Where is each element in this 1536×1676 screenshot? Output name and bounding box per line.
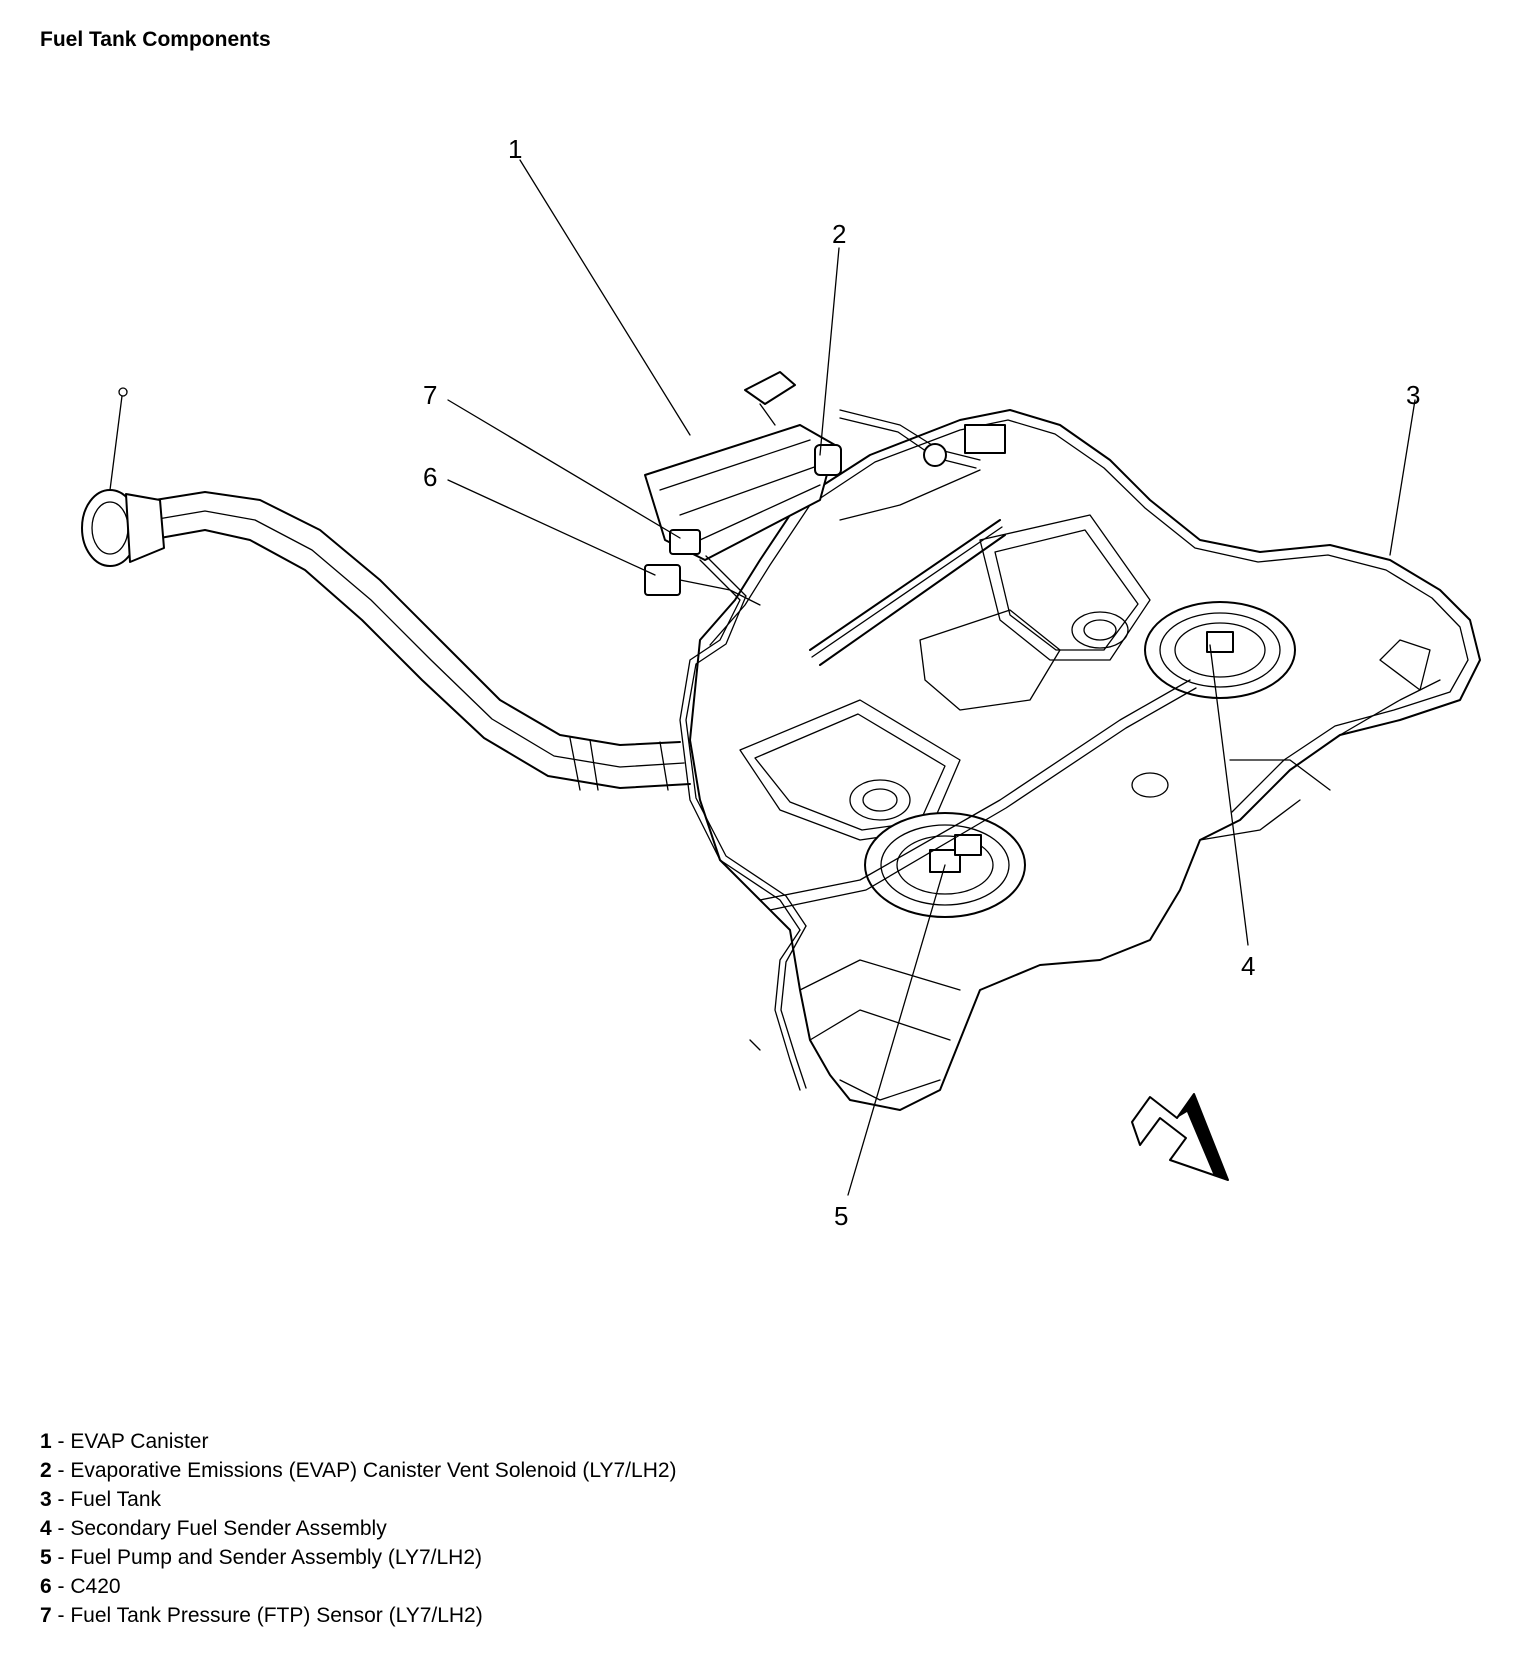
legend-label: Fuel Pump and Sender Assembly (LY7/LH2) [70,1546,483,1569]
diagram-title: Fuel Tank Components [40,28,271,51]
leader-line-6 [447,479,656,576]
callout-4: 4 [1241,951,1255,981]
legend-item: 7 - Fuel Tank Pressure (FTP) Sensor (LY7… [40,1604,483,1627]
callout-1: 1 [508,134,522,164]
legend-item: 3 - Fuel Tank [40,1488,162,1511]
legend-label: Evaporative Emissions (EVAP) Canister Ve… [70,1459,677,1482]
leader-line-7 [447,399,681,539]
callout-6: 6 [423,462,437,492]
filler-neck [154,491,691,791]
legend-number: 1 [40,1430,52,1453]
callout-7: 7 [423,380,437,410]
legend-item: 2 - Evaporative Emissions (EVAP) Caniste… [40,1459,677,1482]
legend-item: 1 - EVAP Canister [40,1430,209,1453]
leader-line-2 [819,247,840,456]
legend-label: Secondary Fuel Sender Assembly [70,1517,387,1540]
callout-3: 3 [1406,380,1420,410]
leader-line-4 [1209,644,1249,946]
fuel-cap [81,387,165,567]
component-legend: 1 - EVAP Canister 2 - Evaporative Emissi… [40,1427,677,1630]
legend-label: Fuel Tank [70,1488,162,1511]
legend-item: 4 - Secondary Fuel Sender Assembly [40,1517,387,1540]
legend-number: 2 [40,1459,52,1482]
callout-2: 2 [832,219,846,249]
legend-number: 3 [40,1488,52,1511]
callout-5: 5 [834,1201,848,1231]
wiring-harness [679,469,1197,1091]
legend-label: Fuel Tank Pressure (FTP) Sensor (LY7/LH2… [70,1604,483,1627]
evap-vent-solenoid [814,409,1006,476]
legend-label: C420 [70,1575,121,1598]
legend-number: 5 [40,1546,52,1569]
forward-arrow-icon [1131,1093,1229,1181]
leader-line-1 [519,159,691,436]
ftp-sensor [669,529,701,555]
leader-line-5 [847,864,946,1196]
fuel-tank [689,409,1481,1111]
leader-lines [447,159,1416,1196]
secondary-fuel-sender [1144,601,1296,699]
evap-canister [644,371,836,561]
leader-line-3 [1389,399,1416,556]
legend-number: 4 [40,1517,52,1540]
legend-item: 5 - Fuel Pump and Sender Assembly (LY7/L… [40,1546,483,1569]
legend-label: EVAP Canister [70,1430,209,1453]
legend-number: 7 [40,1604,52,1627]
legend-number: 6 [40,1575,52,1598]
legend-item: 6 - C420 [40,1575,121,1598]
